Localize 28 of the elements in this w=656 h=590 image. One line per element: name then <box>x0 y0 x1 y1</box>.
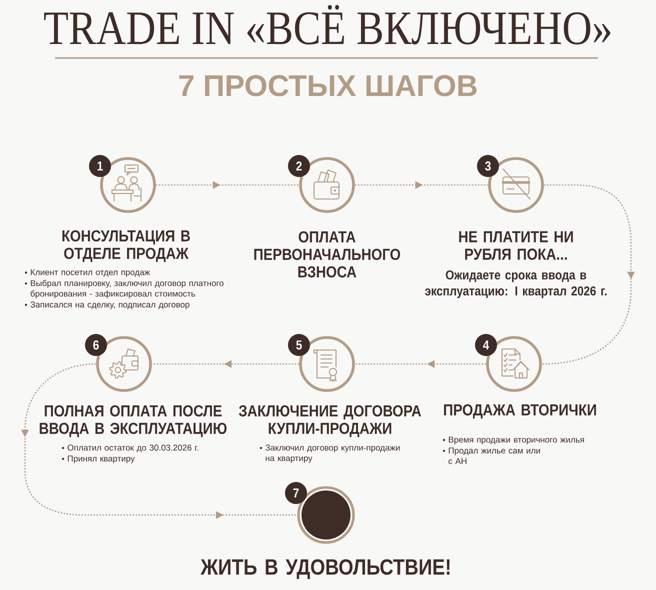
bullet-text: Продал жилье сам или с АН <box>448 448 540 464</box>
dotted-arrow <box>354 181 488 189</box>
number-badge: 3 <box>477 155 499 177</box>
bullet-text: Заключил договор купли-продажи на квартиру <box>265 444 400 463</box>
number-badge: 6 <box>85 334 107 356</box>
step-heading: ПОЛНАЯ ОПЛАТА ПОСЛЕ ВВОДА В ЭКСПЛУАТАЦИЮ <box>40 405 227 438</box>
step-note: Ожидаете срока ввода в эксплуатацию: I квартал 2026 г. <box>425 270 606 298</box>
step-heading: ЗАКЛЮЧЕНИЕ ДОГОВОРА КУПЛИ-ПРОДАЖИ <box>238 405 422 438</box>
step-heading: ЖИТЬ В УДОВОЛЬСТВИЕ! <box>200 559 450 579</box>
bullet-text: Время продажи вторичного жилья <box>448 436 584 444</box>
step-heading: КОНСУЛЬТАЦИЯ В ОТДЕЛЕ ПРОДАЖ <box>62 230 190 262</box>
number-badge: 4 <box>475 334 497 356</box>
bullet-text: Выбрал планировку, заключил договор платного бронирования - зафиксировал стоимость <box>30 280 224 298</box>
dotted-arrow <box>156 181 300 189</box>
subtitle: 7 ПРОСТЫХ ШАГОВ <box>179 75 477 96</box>
number-badge: 7 <box>285 482 307 504</box>
bullet-text: Оплатил остаток до 30.03.2026 г. <box>68 444 198 452</box>
bullet-text: Записался на сделку, подписал договор <box>30 302 190 310</box>
number-badge: 5 <box>288 334 310 356</box>
bullet-text: Принял квартиру <box>68 456 135 464</box>
dotted-arrow <box>542 184 635 365</box>
step-heading: ОПЛАТА ПЕРВОНАЧАЛЬНОГО ВЗНОСА <box>254 231 400 278</box>
number-badge: 2 <box>288 155 310 177</box>
title: TRADE IN «ВСЁ ВКЛЮЧЕНО» <box>44 4 610 44</box>
step-heading: НЕ ПЛАТИТЕ НИ РУБЛЯ ПОКА... <box>459 231 573 260</box>
step-heading: ПРОДАЖА ВТОРИЧКИ <box>444 404 596 419</box>
bullet-text: Клиент посетил отдел продаж <box>30 269 150 277</box>
number-badge: 1 <box>89 155 111 177</box>
